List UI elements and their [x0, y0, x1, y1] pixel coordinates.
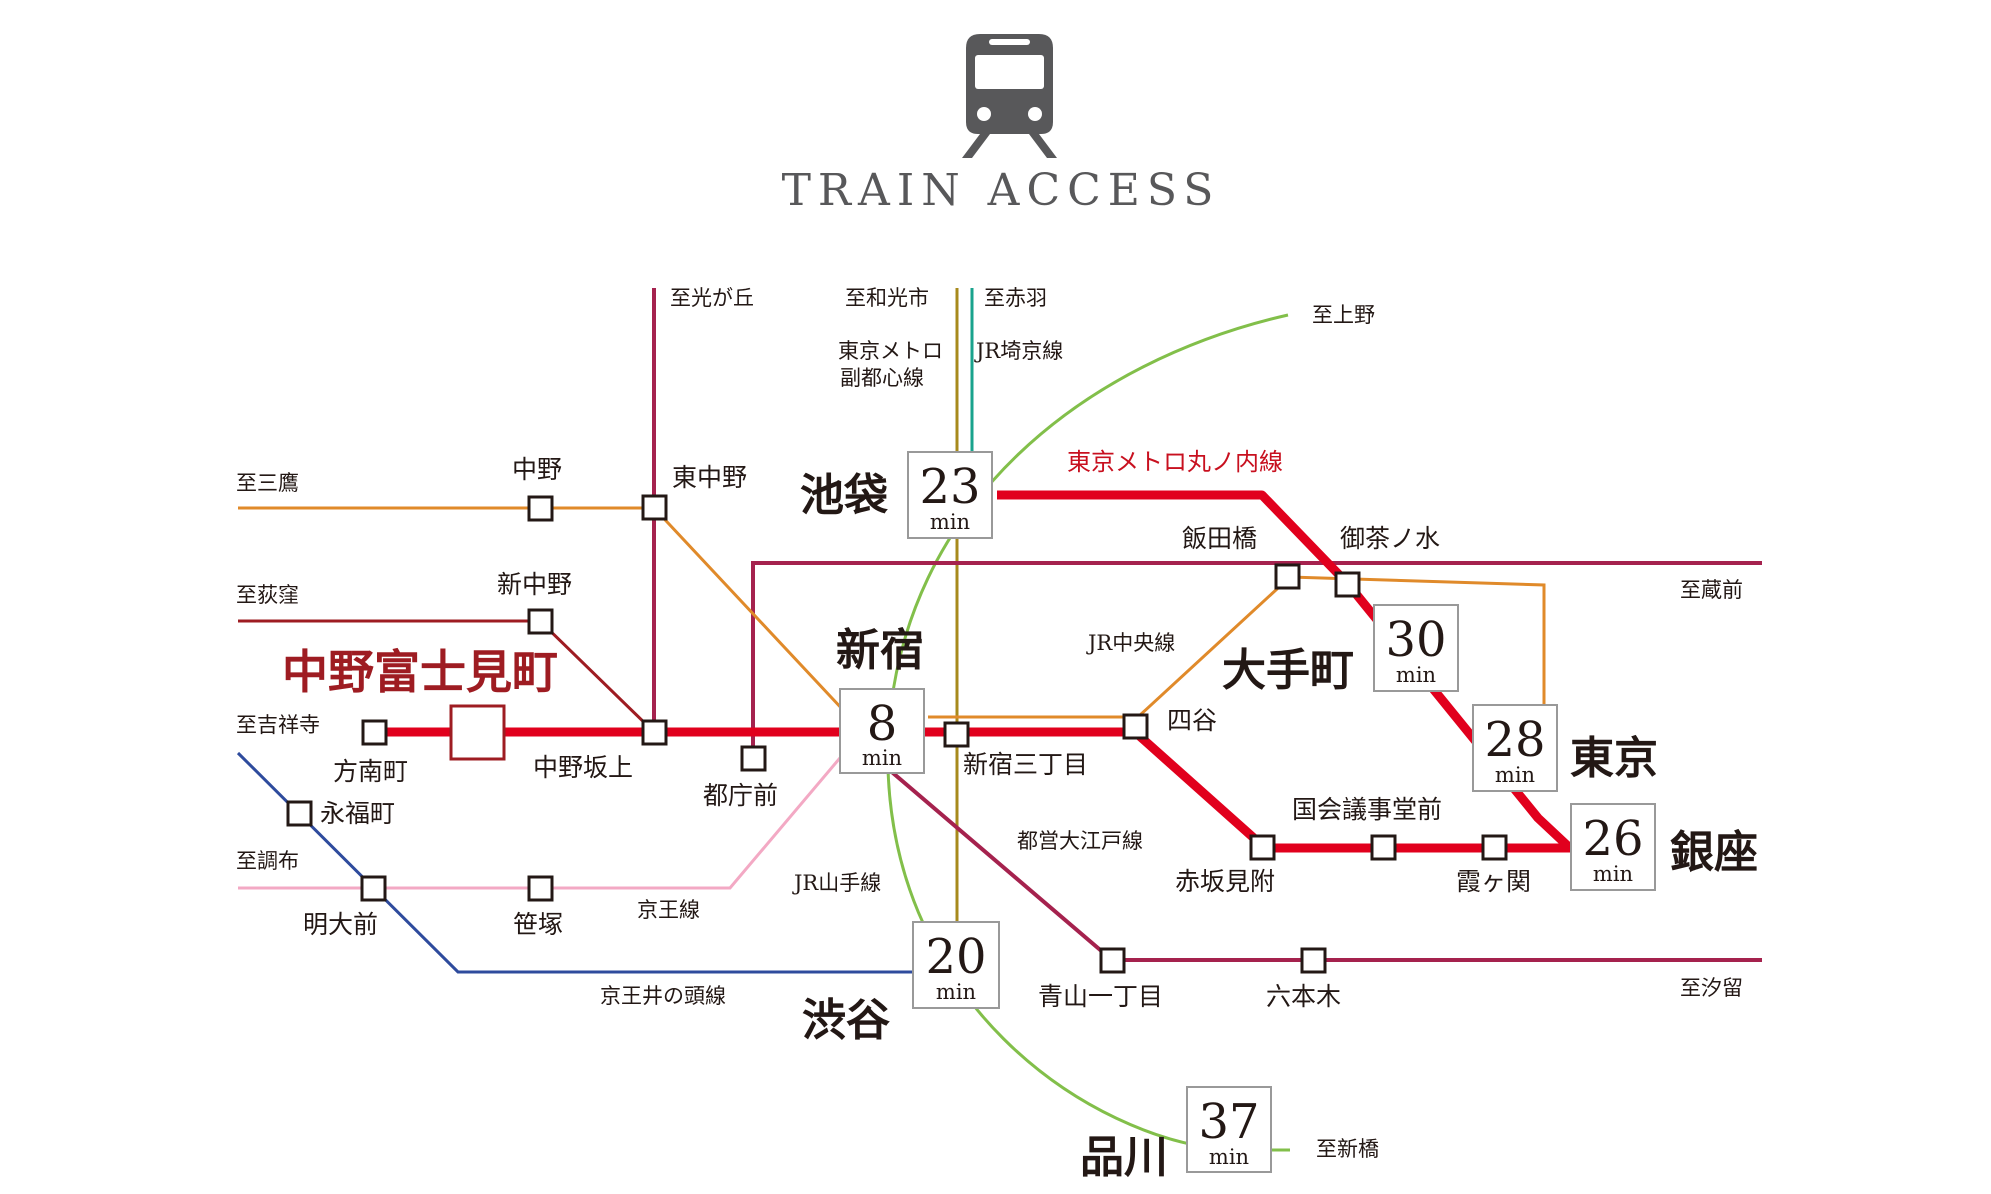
ikebukuro-box — [907, 451, 993, 539]
ikebukuro-name: 池袋 — [800, 470, 888, 521]
station-marker-sasazuka — [527, 875, 554, 902]
station-marker-yotsuya — [1122, 713, 1149, 740]
dir-kichijoji: 至吉祥寺 — [236, 713, 320, 737]
ikebukuro-minutes: 23 — [919, 459, 980, 515]
station-marker-higashi-nakano — [641, 494, 668, 521]
line-label-saikyo: JR埼京線 — [974, 339, 1063, 363]
label-akasaka-mitsuke: 赤坂見附 — [1175, 867, 1275, 896]
shinagawa-minutes: 37 — [1198, 1094, 1259, 1150]
ginza-minutes: 26 — [1582, 811, 1643, 867]
shibuya-unit: min — [936, 980, 976, 1004]
keio-line — [238, 751, 847, 890]
station-marker-nakano-sakaue — [641, 719, 668, 746]
shibuya-box — [912, 921, 1000, 1009]
label-yotsuya: 四谷 — [1167, 706, 1217, 735]
dir-akabane: 至赤羽 — [984, 286, 1047, 310]
label-sasazuka: 笹塚 — [513, 910, 563, 939]
otemachi-name: 大手町 — [1222, 645, 1354, 696]
station-marker-akasaka-mitsuke — [1249, 834, 1276, 861]
station-marker-honancho — [361, 719, 388, 746]
label-iidabashi: 飯田橋 — [1182, 524, 1257, 553]
tokyo-minutes: 28 — [1484, 712, 1545, 768]
station-marker-meidaimae — [360, 875, 387, 902]
tokyo-name: 東京 — [1570, 733, 1658, 784]
station-markers — [286, 494, 1508, 974]
otemachi-unit: min — [1396, 663, 1436, 687]
ginza-unit: min — [1593, 862, 1633, 886]
dir-wakoshi: 至和光市 — [845, 286, 929, 310]
dir-ogikubo: 至荻窪 — [236, 583, 299, 607]
station-marker-kasumigaseki — [1481, 834, 1508, 861]
otemachi-box — [1373, 604, 1459, 692]
label-nakano-sakaue: 中野坂上 — [533, 753, 633, 782]
station-marker-kokkai — [1370, 834, 1397, 861]
label-ochanomizu: 御茶ノ水 — [1340, 524, 1440, 553]
station-marker-aoyama-itchome — [1099, 947, 1126, 974]
shibuya-minutes: 20 — [925, 929, 986, 985]
label-roppongi: 六本木 — [1266, 982, 1341, 1011]
station-marker-shin-nakano — [527, 608, 554, 635]
label-kasumigaseki: 霞ヶ関 — [1456, 867, 1531, 896]
dir-shiodome: 至汐留 — [1680, 976, 1743, 1000]
label-honancho: 方南町 — [333, 757, 408, 786]
label-nakano: 中野 — [512, 455, 562, 484]
home-station-name: 中野富士見町 — [282, 645, 558, 699]
line-label-yamanote: JR山手線 — [792, 871, 881, 895]
shibuya-name: 渋谷 — [802, 995, 890, 1046]
shinjuku-box — [839, 688, 925, 774]
line-label-chuo: JR中央線 — [1086, 631, 1175, 655]
line-label-fukutoshin-2: 副都心線 — [840, 366, 924, 390]
label-shinjuku-sanchome: 新宿三丁目 — [963, 750, 1088, 779]
tokyo-unit: min — [1495, 763, 1535, 787]
ginza-name: 銀座 — [1670, 827, 1758, 878]
line-label-marunouchi: 東京メトロ丸ノ内線 — [1067, 448, 1283, 476]
station-marker-tochomae — [740, 745, 767, 772]
line-label-inokashira: 京王井の頭線 — [600, 984, 726, 1008]
tokyo-box — [1472, 704, 1558, 792]
dir-hikarigaoka: 至光が丘 — [670, 286, 754, 310]
label-kokkai: 国会議事堂前 — [1292, 795, 1442, 824]
label-tochomae: 都庁前 — [703, 781, 778, 810]
shinagawa-name: 品川 — [1080, 1132, 1168, 1183]
line-label-keio: 京王線 — [637, 898, 700, 922]
dir-chofu: 至調布 — [236, 849, 299, 873]
station-marker-shinjuku-sanchome — [943, 721, 970, 748]
line-label-fukutoshin-1: 東京メトロ — [838, 339, 943, 363]
dir-mitaka: 至三鷹 — [236, 471, 299, 495]
marunouchi-line — [374, 490, 1575, 853]
line-label-oedo: 都営大江戸線 — [1017, 829, 1143, 853]
dir-shimbashi: 至新橋 — [1316, 1137, 1379, 1161]
shinjuku-name: 新宿 — [836, 625, 924, 676]
station-marker-iidabashi — [1274, 563, 1301, 590]
train-icon — [962, 34, 1057, 158]
shinjuku-unit: min — [862, 746, 902, 770]
label-aoyama-itchome: 青山一丁目 — [1038, 982, 1163, 1011]
page-title: TRAIN ACCESS — [782, 165, 1221, 216]
home-station-marker — [449, 704, 506, 761]
ginza-box — [1570, 803, 1656, 891]
label-shin-nakano: 新中野 — [497, 570, 572, 599]
dir-ueno: 至上野 — [1312, 303, 1375, 327]
label-meidaimae: 明大前 — [303, 910, 378, 939]
station-marker-roppongi — [1300, 947, 1327, 974]
station-marker-ochanomizu — [1334, 571, 1361, 598]
shinagawa-unit: min — [1209, 1145, 1249, 1169]
ikebukuro-unit: min — [930, 510, 970, 534]
station-marker-eifukucho — [286, 800, 313, 827]
label-higashi-nakano: 東中野 — [672, 463, 747, 492]
shinagawa-box — [1186, 1086, 1272, 1173]
label-eifukucho: 永福町 — [320, 799, 395, 828]
dir-kuramae: 至蔵前 — [1680, 578, 1743, 602]
shinjuku-minutes: 8 — [867, 696, 898, 752]
otemachi-minutes: 30 — [1385, 612, 1446, 668]
station-marker-nakano — [527, 495, 554, 522]
oedo-line-loop — [751, 561, 1762, 758]
